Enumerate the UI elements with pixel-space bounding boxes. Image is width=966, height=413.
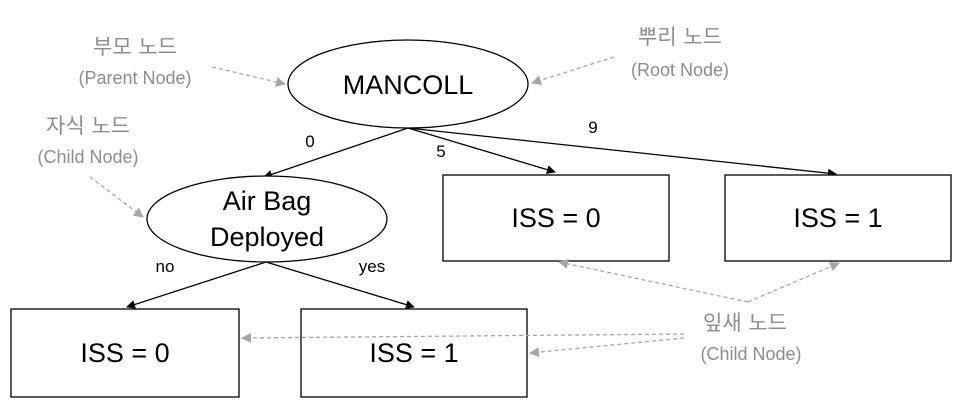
leaf-box-iss-yes-label: ISS = 1 (369, 338, 458, 368)
edge-label-zero: 0 (305, 132, 314, 151)
edge-airbag-to-iss-no (126, 261, 267, 309)
edge-label-yes: yes (359, 257, 385, 276)
edge-label-no: no (156, 257, 175, 276)
leaf-node-annotation-en: (Child Node) (700, 344, 801, 364)
airbag-node (146, 175, 388, 263)
leaf-box-iss-five (442, 174, 670, 262)
parent-node-annotation-en: (Parent Node) (78, 68, 191, 88)
parent-node-annotation-ko: 부모 노드 (93, 35, 177, 59)
edge-label-five: 5 (436, 142, 445, 161)
root-node-annotation-ko: 뿌리 노드 (638, 25, 722, 49)
parent-pointer-arrow (211, 66, 286, 87)
edge-root-to-iss-five (407, 127, 556, 174)
child-node-annotation-ko: 자식 노드 (46, 114, 130, 138)
root-pointer-arrow (531, 56, 615, 86)
child-pointer-arrow (89, 176, 144, 218)
leaf-box-iss-yes (300, 308, 528, 398)
edge-root-to-airbag (263, 127, 409, 179)
leaf-pointer-arrow-iss-five (558, 258, 749, 303)
edge-root-to-iss-nine (407, 127, 837, 178)
root-node (287, 39, 529, 129)
leaf-pointer-arrow-iss-no (241, 332, 685, 343)
leaf-box-iss-nine-label: ISS = 1 (793, 203, 882, 233)
leaf-box-iss-five-label: ISS = 0 (511, 203, 600, 233)
child-node-annotation-en: (Child Node) (37, 147, 138, 167)
leaf-pointer-arrow-iss-yes (529, 337, 685, 358)
leaf-pointer-arrow-iss-nine (747, 261, 840, 303)
edge-label-nine: 9 (588, 118, 597, 137)
root-node-label: MANCOLL (343, 70, 474, 100)
root-node-annotation-en: (Root Node) (631, 60, 729, 80)
airbag-node-label-line1: Air Bag (223, 186, 312, 216)
leaf-box-iss-no (10, 308, 240, 398)
leaf-box-iss-no-label: ISS = 0 (80, 338, 169, 368)
leaf-node-annotation-ko: 잎새 노드 (703, 311, 787, 335)
edge-airbag-to-iss-yes (265, 261, 415, 309)
airbag-node-label-line2: Deployed (210, 222, 324, 252)
leaf-box-iss-nine (724, 174, 952, 262)
